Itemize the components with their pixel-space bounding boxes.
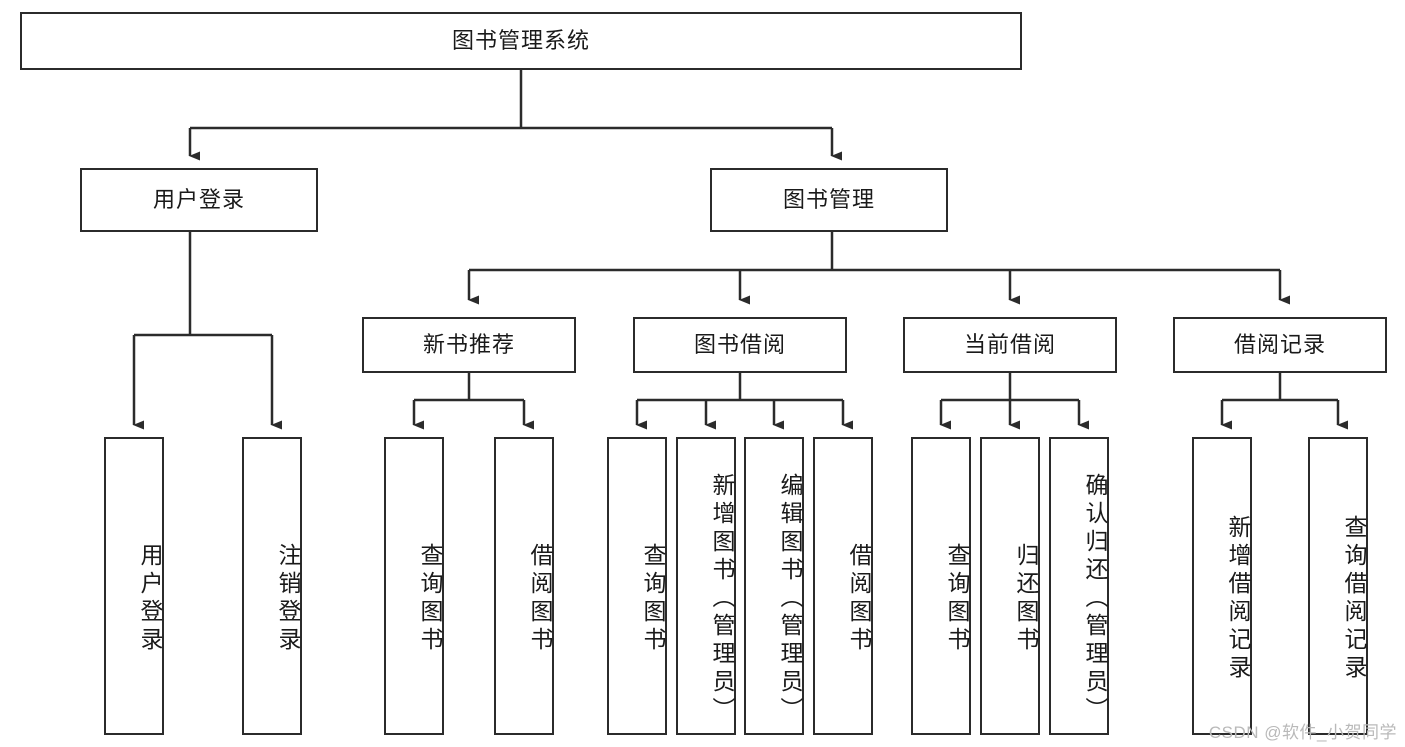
node-borrow-record[interactable]: 借阅记录 [1173,317,1387,373]
leaf-user-login-2-label: 注销登录 [275,543,301,655]
leaf-book-borrow-4-label: 借阅图书 [846,543,872,655]
leaf-borrow-record-1[interactable]: 新增借阅记录 [1192,437,1252,735]
leaf-current-borrow-2-label: 归还图书 [1013,543,1039,655]
node-user-login[interactable]: 用户登录 [80,168,318,232]
leaf-new-book-2-label: 借阅图书 [527,543,553,655]
node-book-borrow-label: 图书借阅 [693,331,786,357]
leaf-user-login-1-label: 用户登录 [137,543,163,655]
node-root[interactable]: 图书管理系统 [20,12,1022,70]
node-root-label: 图书管理系统 [451,27,590,53]
node-book-borrow[interactable]: 图书借阅 [633,317,847,373]
node-user-login-label: 用户登录 [152,186,245,212]
leaf-new-book-1[interactable]: 查询图书 [384,437,444,735]
leaf-borrow-record-2-label: 查询借阅记录 [1341,515,1367,683]
leaf-current-borrow-1[interactable]: 查询图书 [911,437,971,735]
leaf-book-borrow-1-label: 查询图书 [640,543,666,655]
watermark: CSDN @软件_小贺同学 [1208,723,1397,742]
node-new-book-recommend-label: 新书推荐 [422,331,515,357]
node-current-borrow[interactable]: 当前借阅 [903,317,1117,373]
leaf-book-borrow-3[interactable]: 编辑图书（管理员） [744,437,804,735]
leaf-new-book-1-label: 查询图书 [417,543,443,655]
leaf-book-borrow-2-label: 新增图书（管理员） [709,473,735,725]
leaf-user-login-2[interactable]: 注销登录 [242,437,302,735]
leaf-borrow-record-1-label: 新增借阅记录 [1225,515,1251,683]
leaf-book-borrow-1[interactable]: 查询图书 [607,437,667,735]
leaf-current-borrow-2[interactable]: 归还图书 [980,437,1040,735]
node-current-borrow-label: 当前借阅 [963,331,1056,357]
leaf-current-borrow-3-label: 确认归还（管理员） [1082,473,1108,725]
leaf-book-borrow-2[interactable]: 新增图书（管理员） [676,437,736,735]
leaf-current-borrow-3[interactable]: 确认归还（管理员） [1049,437,1109,735]
leaf-new-book-2[interactable]: 借阅图书 [494,437,554,735]
leaf-book-borrow-4[interactable]: 借阅图书 [813,437,873,735]
node-book-management[interactable]: 图书管理 [710,168,948,232]
leaf-borrow-record-2[interactable]: 查询借阅记录 [1308,437,1368,735]
leaf-book-borrow-3-label: 编辑图书（管理员） [777,473,803,725]
node-book-management-label: 图书管理 [782,186,875,212]
node-new-book-recommend[interactable]: 新书推荐 [362,317,576,373]
leaf-user-login-1[interactable]: 用户登录 [104,437,164,735]
node-borrow-record-label: 借阅记录 [1233,331,1326,357]
leaf-current-borrow-1-label: 查询图书 [944,543,970,655]
